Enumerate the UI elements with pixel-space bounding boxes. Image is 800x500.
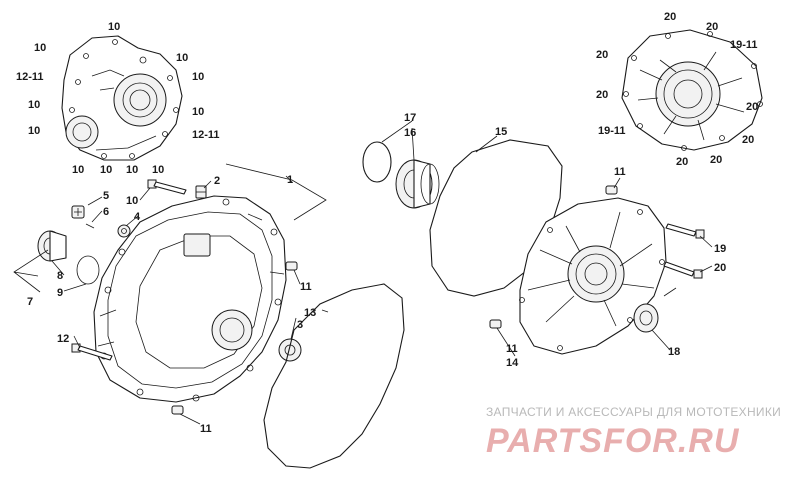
snap-ring-17 [362,141,392,183]
callout-tl-10-g: 10 [28,125,40,137]
callout-1: 1 [287,174,293,186]
gasket-15 [429,139,563,297]
callout-17: 17 [404,112,416,124]
breather-fitting [71,205,95,229]
callout-16: 16 [404,127,416,139]
callout-tr-20-g: 20 [676,156,688,168]
callout-11-a: 11 [300,281,312,293]
watermark-logo: PARTSFOR.RU [486,422,740,460]
callout-tl-10-e: 10 [28,99,40,111]
bearing-16 [395,159,440,209]
callout-7: 7 [27,296,33,308]
watermark-tagline: ЗАПЧАСТИ И АКСЕССУАРЫ ДЛЯ МОТОТЕХНИКИ [486,405,781,419]
oil-seal-18 [633,303,659,333]
callouts-stator-detail: 10 10 10 10 10 10 10 10 10 10 10 12-11 1… [16,21,220,176]
callout-13: 13 [304,307,316,319]
callout-tr-20-a: 20 [664,11,676,23]
bolts-right [663,223,705,279]
callout-18: 18 [668,346,680,358]
clutch-cover-detail [621,29,763,151]
callout-tr-20-d: 20 [596,89,608,101]
callout-11-b: 11 [200,423,212,435]
callout-11-right-a: 11 [614,166,626,178]
callout-tl-10-d: 10 [192,71,204,83]
callout-tr-20-b: 20 [706,21,718,33]
dowel-pins-main [171,261,298,415]
callout-tl-12-11-b: 12-11 [192,129,220,141]
watermark: ЗАПЧАСТИ И АКСЕССУАРЫ ДЛЯ МОТОТЕХНИКИ PA… [486,405,781,460]
callout-5: 5 [103,190,109,202]
callouts-clutch-detail: 20 20 20 20 20 20 20 20 19-11 19-11 [596,11,758,168]
callout-tl-12-11-a: 12-11 [16,71,44,83]
callout-tr-20-f: 20 [742,134,754,146]
callout-2: 2 [214,175,220,187]
callout-15: 15 [495,126,507,138]
callout-tl-10-j: 10 [126,164,138,176]
callout-3: 3 [297,319,303,331]
left-crankcase-cover [93,195,287,403]
group-bracket-1 [225,163,327,221]
plug-2 [195,185,207,199]
gasket-13 [263,283,405,469]
callout-8: 8 [57,270,63,282]
callout-tr-20-h: 20 [710,154,722,166]
bolt-12 [71,343,113,361]
bolt-10 [147,179,187,195]
callout-tl-10-i: 10 [100,164,112,176]
callout-6: 6 [103,206,109,218]
callout-tl-10-a: 10 [108,21,120,33]
callout-tr-20-c: 20 [596,49,608,61]
callout-tl-10-f: 10 [192,106,204,118]
bearing-3 [278,338,302,362]
callout-10: 10 [126,195,138,207]
callout-tr-20-e: 20 [746,101,758,113]
callout-14: 14 [506,357,519,369]
callout-19: 19 [714,243,726,255]
callout-tr-19-11-a: 19-11 [730,39,758,51]
oil-seal-assembly [37,230,100,285]
washer-4 [117,224,131,238]
callout-9: 9 [57,287,63,299]
callouts-main: 1 2 3 4 5 6 7 8 9 10 11 11 12 13 14 15 1… [27,112,726,435]
callout-tl-10-b: 10 [34,42,46,54]
clutch-cover [519,197,667,355]
callout-tl-10-h: 10 [72,164,84,176]
callout-tl-10-c: 10 [176,52,188,64]
leader-lines [51,120,713,425]
callout-12: 12 [57,333,69,345]
callout-20: 20 [714,262,726,274]
callout-11-right-b: 11 [506,343,518,355]
dowel-pins-right [489,185,618,329]
group-bracket-7 [13,249,49,293]
callout-4: 4 [134,211,141,223]
stator-cover-detail [61,35,183,161]
callout-tr-19-11-b: 19-11 [598,125,626,137]
callout-tl-10-k: 10 [152,164,164,176]
